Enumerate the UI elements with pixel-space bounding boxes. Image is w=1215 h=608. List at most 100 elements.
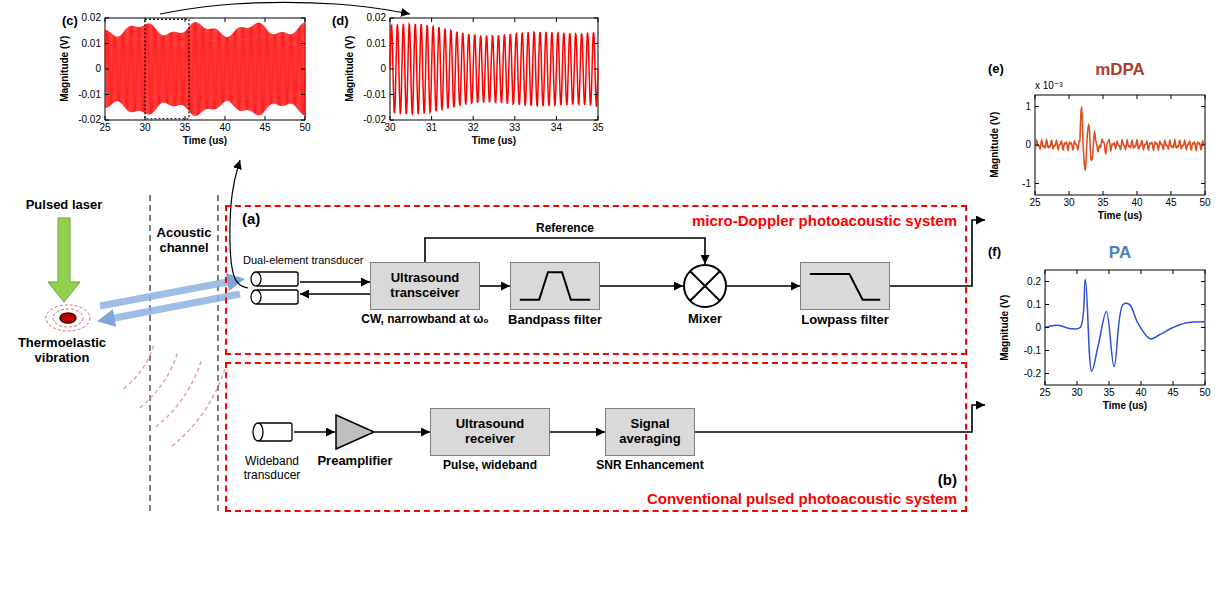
axis-title: Time (us) bbox=[165, 135, 245, 147]
tick-label: 40 bbox=[1122, 197, 1152, 209]
part-label: SNR Enhancement bbox=[596, 459, 703, 473]
box-label: Ultrasound transceiver bbox=[371, 271, 479, 301]
signal-arrow bbox=[727, 285, 800, 287]
figure-label: Thermoelastic vibration bbox=[2, 336, 122, 366]
panel-title: (a) bbox=[242, 210, 260, 227]
tick-label: -0.2 bbox=[1001, 368, 1041, 380]
signal-arrow bbox=[294, 431, 335, 433]
amplifier-symbol: Preamplifier bbox=[335, 414, 375, 450]
signal-arrow bbox=[425, 238, 705, 264]
figure-label: Pulsed laser bbox=[14, 198, 114, 213]
axis-scale: x 10⁻³ bbox=[1035, 80, 1063, 92]
chart-plot bbox=[390, 18, 598, 120]
filter-box: Lowpass filter bbox=[800, 262, 890, 310]
tick-label: 0.2 bbox=[1001, 276, 1041, 288]
tick-label: 0.02 bbox=[346, 12, 386, 24]
channel-boundary bbox=[218, 195, 219, 512]
transducer-icon: Dual-element transducer bbox=[248, 270, 300, 306]
figure-label: Acoustic channel bbox=[152, 226, 216, 256]
transducer-icon bbox=[248, 270, 300, 306]
panel-title: (b) bbox=[938, 471, 957, 488]
tick-label: 50 bbox=[1190, 387, 1215, 399]
acoustic-wave bbox=[139, 354, 178, 409]
tick-label: 31 bbox=[417, 122, 447, 134]
signal-arrow bbox=[550, 431, 605, 433]
axis-title: Time (us) bbox=[1080, 210, 1160, 222]
acoustic-wave bbox=[154, 361, 201, 428]
tick-label: 35 bbox=[583, 122, 613, 134]
system-panel: (b)Conventional pulsed photoacoustic sys… bbox=[225, 362, 967, 512]
tick-label: 25 bbox=[1020, 197, 1050, 209]
tick-label: 1 bbox=[991, 101, 1031, 113]
tick-label: 50 bbox=[290, 122, 320, 134]
acoustic-wave bbox=[123, 346, 153, 389]
tick-label: 40 bbox=[1126, 387, 1156, 399]
tick-label: 35 bbox=[1088, 197, 1118, 209]
box-label: Ultrasound receiver bbox=[431, 417, 549, 447]
chart-plot bbox=[105, 18, 305, 120]
part-label: Pulse, wideband bbox=[443, 459, 537, 473]
process-box: Ultrasound transceiverCW, narrowband at … bbox=[370, 262, 480, 310]
chart-title: (f) bbox=[988, 245, 1001, 260]
amplifier-symbol bbox=[335, 414, 375, 450]
acoustic-wave bbox=[170, 369, 225, 448]
chart-title: PA bbox=[1080, 243, 1160, 263]
transducer-icon: Wideband transducer bbox=[250, 413, 294, 451]
axis-title: Time (us) bbox=[1085, 400, 1165, 412]
part-label: CW, narrowband at ω₀ bbox=[361, 313, 489, 327]
part-label: Dual-element transducer bbox=[243, 254, 363, 267]
panel-title: micro-Doppler photoacoustic system bbox=[692, 212, 957, 229]
signal-arrow bbox=[695, 405, 985, 432]
tick-label: 32 bbox=[458, 122, 488, 134]
tick-label: -0.02 bbox=[346, 114, 386, 126]
axis-title: Magnitude (V) bbox=[999, 282, 1011, 372]
absorber-target bbox=[60, 313, 76, 323]
tick-label: 45 bbox=[250, 122, 280, 134]
signal-arrow bbox=[300, 293, 370, 295]
process-box: Ultrasound receiverPulse, wideband bbox=[430, 408, 550, 456]
tick-label: 33 bbox=[500, 122, 530, 134]
part-label: Bandpass filter bbox=[508, 313, 602, 328]
part-label: Preamplifier bbox=[317, 454, 392, 469]
zoom-window bbox=[145, 19, 189, 118]
chart-title: (c) bbox=[62, 14, 78, 29]
tick-label: -0.02 bbox=[61, 114, 101, 126]
part-label: Lowpass filter bbox=[801, 313, 888, 328]
ultrasound-beam bbox=[104, 294, 240, 320]
process-box: Signal averagingSNR Enhancement bbox=[605, 408, 695, 456]
chart-plot bbox=[1045, 270, 1205, 385]
axis-title: Magnitude (V) bbox=[59, 24, 71, 114]
axis-title: Time (us) bbox=[454, 135, 534, 147]
laser-arrow bbox=[48, 218, 80, 302]
signal-arrow bbox=[480, 285, 510, 287]
tick-label: 25 bbox=[1030, 387, 1060, 399]
tick-label: 45 bbox=[1158, 387, 1188, 399]
mixer-symbol bbox=[683, 264, 727, 308]
tick-label: 30 bbox=[375, 122, 405, 134]
tick-label: 50 bbox=[1190, 197, 1215, 209]
filter-response bbox=[511, 263, 599, 309]
signal-arrow bbox=[375, 431, 430, 433]
axis-title: Magnitude (V) bbox=[344, 24, 356, 114]
mixer-symbol: Mixer bbox=[683, 264, 727, 308]
part-label: Wideband transducer bbox=[227, 455, 317, 483]
tick-label: 30 bbox=[1062, 387, 1092, 399]
tick-label: 35 bbox=[170, 122, 200, 134]
chart-title: (d) bbox=[332, 14, 349, 29]
vibration-ring bbox=[53, 309, 83, 327]
box-label: Signal averaging bbox=[606, 417, 694, 447]
tick-label: 30 bbox=[130, 122, 160, 134]
part-label: Mixer bbox=[688, 312, 722, 327]
signal-arrow bbox=[300, 281, 370, 283]
tick-label: 25 bbox=[90, 122, 120, 134]
signal-arrow bbox=[600, 285, 683, 287]
axis-title: Magnitude (V) bbox=[989, 100, 1001, 190]
tick-label: 45 bbox=[1156, 197, 1186, 209]
chart-plot bbox=[1035, 95, 1205, 195]
vibration-ring bbox=[46, 305, 90, 331]
tick-label: 40 bbox=[210, 122, 240, 134]
tick-label: 30 bbox=[1054, 197, 1084, 209]
filter-box: Bandpass filter bbox=[510, 262, 600, 310]
tick-label: 34 bbox=[541, 122, 571, 134]
tick-label: 35 bbox=[1094, 387, 1124, 399]
